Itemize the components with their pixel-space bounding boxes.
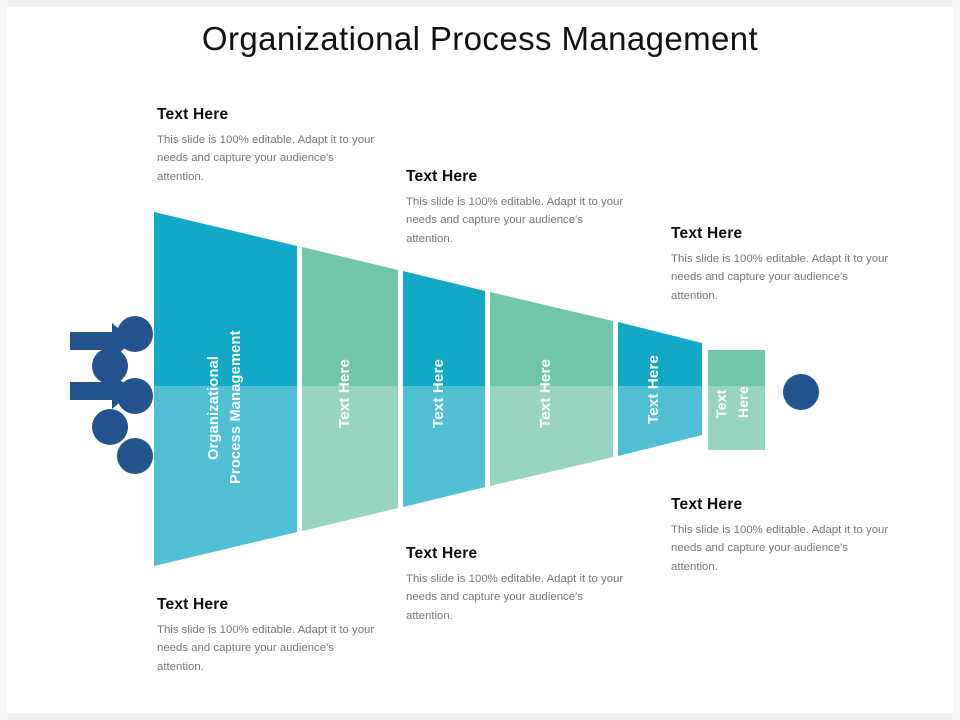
- callout-bottom-middle: Text Here This slide is 100% editable. A…: [406, 545, 631, 625]
- funnel-segment-1-label: Organizational Process Management: [206, 330, 244, 484]
- funnel-segment-2[interactable]: [302, 247, 398, 531]
- callout-title: Text Here: [671, 496, 743, 513]
- input-circle-5: [117, 438, 153, 474]
- callout-title: Text Here: [157, 106, 229, 123]
- callout-body: This slide is 100% editable. Adapt it to…: [406, 573, 624, 622]
- callout-body: This slide is 100% editable. Adapt it to…: [671, 524, 889, 573]
- callout-body: This slide is 100% editable. Adapt it to…: [671, 253, 889, 302]
- callout-top-right: Text Here This slide is 100% editable. A…: [671, 225, 896, 305]
- funnel-segments: [154, 212, 765, 566]
- funnel-segment-6-label-line2: Here: [735, 386, 751, 418]
- funnel-segment-5-label: Text Here: [645, 355, 662, 424]
- input-circle-2: [92, 348, 128, 384]
- callout-title: Text Here: [157, 596, 229, 613]
- funnel-segment-6[interactable]: [708, 350, 765, 450]
- page-title: Organizational Process Management: [201, 20, 759, 57]
- frame-edge-left: [0, 0, 7, 720]
- callout-body: This slide is 100% editable. Adapt it to…: [406, 196, 624, 245]
- input-circle-4: [92, 409, 128, 445]
- input-circle-1: [117, 316, 153, 352]
- funnel-segment-4[interactable]: [490, 292, 613, 486]
- callout-title: Text Here: [406, 545, 478, 562]
- funnel-segment-5[interactable]: [618, 322, 702, 456]
- funnel-segment-1[interactable]: [154, 212, 297, 566]
- frame-edge-top: [0, 0, 960, 7]
- funnel-segment-6-label: Text Here: [713, 386, 751, 418]
- callout-top-middle: Text Here This slide is 100% editable. A…: [406, 168, 631, 248]
- callout-top-left: Text Here This slide is 100% editable. A…: [157, 106, 382, 186]
- callout-title: Text Here: [671, 225, 743, 242]
- funnel-segment-3[interactable]: [403, 271, 485, 507]
- callout-body: This slide is 100% editable. Adapt it to…: [157, 134, 375, 183]
- funnel-segment-3-label: Text Here: [430, 359, 447, 428]
- funnel-highlight-band: [154, 386, 765, 566]
- callout-body: This slide is 100% editable. Adapt it to…: [157, 624, 375, 673]
- funnel-segment-2-label: Text Here: [336, 359, 353, 428]
- callout-title: Text Here: [406, 168, 478, 185]
- funnel-segment-6-label-line1: Text: [713, 389, 729, 418]
- output-circle: [783, 374, 819, 410]
- callout-bottom-right: Text Here This slide is 100% editable. A…: [671, 496, 896, 576]
- callout-bottom-left: Text Here This slide is 100% editable. A…: [157, 596, 382, 676]
- funnel-segment-1-label-line1: Organizational: [206, 356, 222, 460]
- funnel-segment-1-label-line2: Process Management: [228, 330, 244, 484]
- frame-edge-bottom: [0, 713, 960, 720]
- frame-edge-right: [953, 0, 960, 720]
- input-circle-3: [117, 378, 153, 414]
- funnel-segment-4-label: Text Here: [537, 359, 554, 428]
